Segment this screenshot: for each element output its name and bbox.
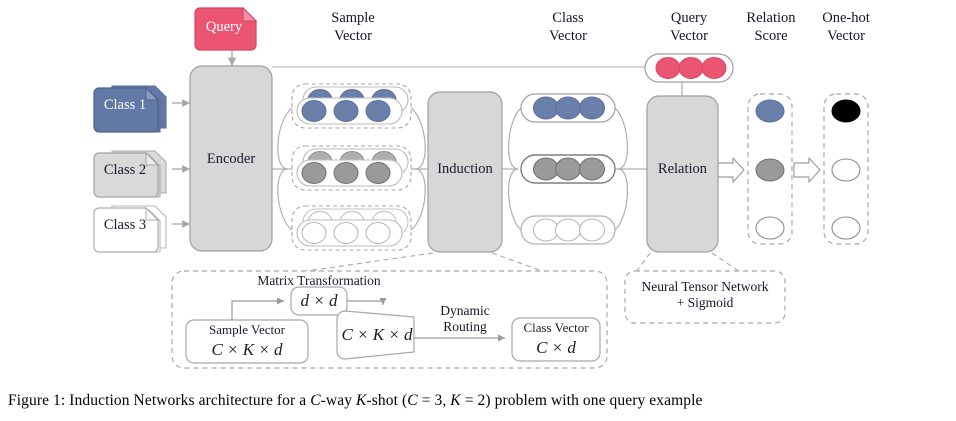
- query-doc-label: Query: [205, 18, 243, 35]
- label-onehot-vector: One-hot Vector: [822, 10, 870, 44]
- dynamic-routing-label: Dynamic Routing: [440, 303, 490, 335]
- sample-vector-detail-dims: C × K × d: [211, 340, 283, 359]
- sample-vector-detail-title: Sample Vector: [209, 322, 285, 337]
- figure-caption: Figure 1: Induction Networks architectur…: [8, 392, 703, 409]
- relation-detail-callout: [624, 252, 786, 324]
- sample-vector-class-2: [291, 145, 412, 191]
- label-sample-vector: Sample Vector: [331, 10, 375, 44]
- induction-to-class-fan: [502, 107, 522, 231]
- query-vector-pill: [644, 53, 734, 83]
- encoder-label: Encoder: [206, 150, 256, 167]
- induction-box[interactable]: [427, 91, 503, 253]
- class-vector-class-1: [520, 93, 616, 123]
- sample-to-induction-fan: [410, 107, 428, 231]
- onehot-vector-column: [823, 93, 869, 245]
- encoder-to-sample-fan: [272, 107, 293, 231]
- encoder-box[interactable]: [189, 65, 273, 252]
- matrix-transformation-label: Matrix Transformation: [257, 273, 381, 288]
- class-3-doc-stack[interactable]: [93, 205, 167, 253]
- relation-score-column: [747, 93, 793, 245]
- label-relation-score: Relation Score: [746, 10, 796, 44]
- class-to-relation-fan: [614, 107, 647, 231]
- induction-detail-internals: [185, 286, 601, 364]
- class-3-label: Class 3: [103, 216, 147, 233]
- relation-to-score-arrow: [717, 157, 745, 183]
- induction-label: Induction: [437, 160, 493, 177]
- class-doc-stacks: [93, 85, 167, 253]
- input-arrows: [172, 99, 190, 228]
- label-class-vector: Class Vector: [549, 10, 587, 44]
- sample-vector-class-1: [291, 83, 412, 129]
- relation-detail-text: Neural Tensor Network + Sigmoid: [641, 279, 769, 311]
- class-1-label: Class 1: [103, 96, 147, 113]
- ckd-trapezoid-label: C × K × d: [341, 325, 413, 344]
- score-to-onehot-arrow: [793, 157, 821, 183]
- sample-vector-class-3: [291, 205, 412, 251]
- class-vector-class-2: [520, 154, 616, 184]
- label-query-vector: Query Vector: [670, 10, 708, 44]
- relation-box[interactable]: [646, 95, 719, 253]
- class-1-doc-stack[interactable]: [93, 85, 167, 133]
- d-by-d-label: d × d: [300, 291, 338, 310]
- class-2-doc-stack[interactable]: [93, 150, 167, 198]
- class-vector-detail-dims: C × d: [536, 338, 576, 357]
- class-vector-detail-title: Class Vector: [523, 320, 589, 335]
- class-2-label: Class 2: [103, 161, 147, 178]
- class-vector-class-3: [520, 215, 616, 245]
- relation-label: Relation: [657, 160, 708, 177]
- query-doc[interactable]: [194, 6, 258, 51]
